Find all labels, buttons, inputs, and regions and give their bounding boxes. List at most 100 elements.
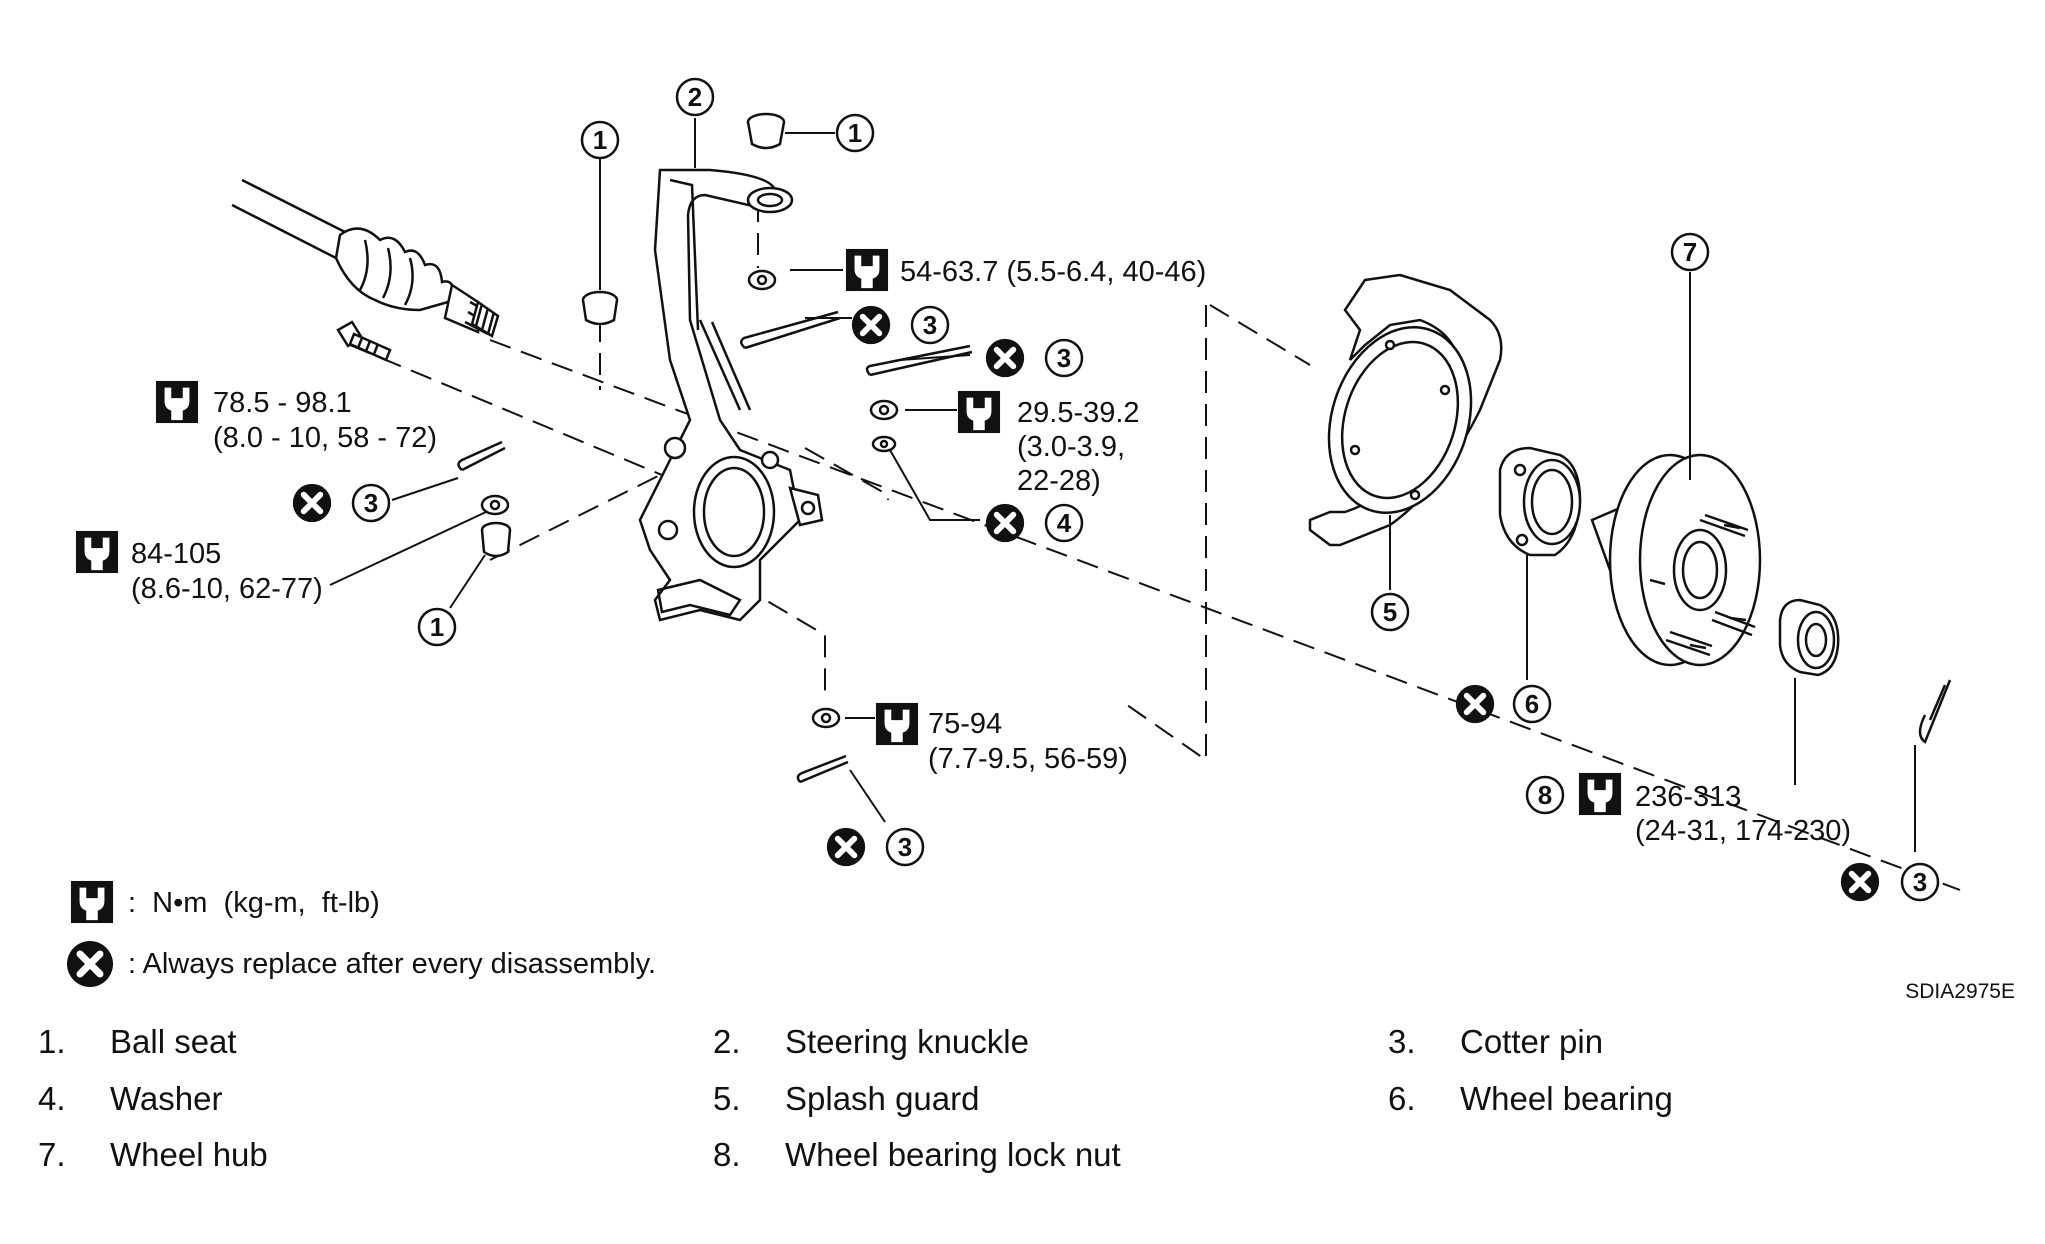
- parts-list-number: 1.: [38, 1023, 66, 1060]
- wheel-bearing-lock-nut: [1778, 598, 1840, 677]
- replace-x-icon: [1841, 863, 1879, 901]
- callout-6: 6: [1456, 685, 1552, 723]
- svg-text:22-28): 22-28): [1017, 465, 1101, 497]
- leader-lines: [329, 118, 1916, 852]
- torque-wrench-icon: [875, 702, 919, 746]
- callout-1-top: 1: [835, 113, 875, 153]
- steering-knuckle: [638, 168, 824, 622]
- svg-text:: N•m (kg-m, ft-lb): : N•m (kg-m, ft-lb): [128, 887, 380, 919]
- svg-text:2: 2: [688, 82, 702, 112]
- svg-text:(7.7-9.5, 56-59): (7.7-9.5, 56-59): [928, 743, 1128, 775]
- svg-text:(8.0 - 10, 58 - 72): (8.0 - 10, 58 - 72): [213, 422, 437, 454]
- parts-list-number: 2.: [713, 1023, 741, 1060]
- torque-spec-lower-ball-nut: 84-105 (8.6-10, 62-77): [75, 530, 323, 605]
- washer: [871, 435, 897, 453]
- callout-7: 7: [1670, 232, 1710, 272]
- svg-text:1: 1: [430, 612, 444, 642]
- callout-3-upper-b: 3: [986, 339, 1084, 377]
- diagram-code: SDIA2975E: [1905, 980, 2015, 1003]
- callout-4: 4: [986, 504, 1084, 542]
- replace-x-icon: [986, 504, 1024, 542]
- svg-text:3: 3: [923, 310, 937, 340]
- svg-text:4: 4: [1057, 508, 1072, 538]
- parts-list-label: Wheel bearing: [1460, 1080, 1673, 1117]
- parts-list-label: Washer: [110, 1080, 223, 1117]
- svg-text:(3.0-3.9,: (3.0-3.9,: [1017, 431, 1125, 463]
- knuckle-bolt: [336, 320, 392, 362]
- svg-text:3: 3: [898, 832, 912, 862]
- callout-3-right: 3: [1841, 863, 1940, 901]
- parts-list-label: Steering knuckle: [785, 1023, 1029, 1060]
- parts-list-label: Ball seat: [110, 1023, 237, 1060]
- torque-spec-bolt: 78.5 - 98.1 (8.0 - 10, 58 - 72): [155, 380, 437, 454]
- callout-5: 5: [1370, 592, 1410, 632]
- torque-wrench-icon: [155, 380, 199, 424]
- svg-text:75-94: 75-94: [928, 708, 1002, 740]
- replace-x-icon: [293, 484, 331, 522]
- svg-text:78.5 - 98.1: 78.5 - 98.1: [213, 387, 352, 419]
- parts-list-label: Splash guard: [785, 1080, 980, 1117]
- drive-shaft-spline: [470, 299, 500, 338]
- lower-nut: [811, 707, 841, 729]
- torque-wrench-icon: [957, 390, 1001, 434]
- svg-text:(24-31, 174-230): (24-31, 174-230): [1635, 815, 1851, 847]
- parts-list-number: 5.: [713, 1080, 741, 1117]
- wheel-bearing: [1498, 446, 1582, 557]
- callout-3-left: 3: [293, 484, 391, 522]
- parts-list-label: Cotter pin: [1460, 1023, 1604, 1060]
- callout-3-upper-a: 3: [852, 306, 950, 344]
- svg-text:1: 1: [593, 125, 607, 155]
- svg-text:(8.6-10, 62-77): (8.6-10, 62-77): [131, 573, 323, 605]
- torque-spec-upper-nut: 54-63.7 (5.5-6.4, 40-46): [845, 248, 1206, 292]
- replace-x-icon: [67, 941, 113, 987]
- callout-2: 2: [675, 77, 715, 117]
- torque-wrench-icon: [70, 880, 114, 924]
- replace-x-icon: [1456, 685, 1494, 723]
- parts-list-label: Wheel bearing lock nut: [785, 1136, 1121, 1173]
- drive-shaft: [231, 178, 500, 338]
- parts-list-number: 3.: [1388, 1023, 1416, 1060]
- torque-spec-lock-nut: 236-313 (24-31, 174-230): [1578, 772, 1851, 847]
- svg-text:236-313: 236-313: [1635, 781, 1741, 813]
- replace-x-icon: [986, 339, 1024, 377]
- torque-spec-middle-nut: 29.5-39.2 (3.0-3.9, 22-28): [957, 390, 1140, 497]
- svg-text:3: 3: [1913, 867, 1927, 897]
- torque-spec-lower-nut: 75-94 (7.7-9.5, 56-59): [875, 702, 1128, 775]
- svg-text:84-105: 84-105: [131, 538, 221, 570]
- torque-wrench-icon: [75, 530, 119, 574]
- upper-nut: [747, 269, 777, 291]
- lower-ball-nut: [480, 494, 510, 516]
- svg-text:7: 7: [1683, 237, 1697, 267]
- parts-list-number: 6.: [1388, 1080, 1416, 1117]
- wheel-hub: [1590, 453, 1762, 667]
- svg-text:: Always replace after every d: : Always replace after every disassembly…: [128, 948, 656, 980]
- parts-list-label: Wheel hub: [110, 1136, 268, 1173]
- ball-seat-lower: [480, 521, 512, 558]
- svg-text:3: 3: [1057, 343, 1071, 373]
- middle-nut: [869, 399, 899, 421]
- legend-replace-note: : Always replace after every disassembly…: [67, 941, 656, 987]
- svg-text:6: 6: [1525, 689, 1539, 719]
- ball-seat-top: [746, 112, 786, 150]
- splash-guard: [1308, 273, 1503, 547]
- callout-1-upper-left: 1: [580, 120, 620, 160]
- torque-wrench-icon: [845, 248, 889, 292]
- torque-wrench-icon: [1578, 772, 1622, 816]
- svg-text:54-63.7 (5.5-6.4, 40-46): 54-63.7 (5.5-6.4, 40-46): [900, 256, 1206, 288]
- replace-x-icon: [852, 306, 890, 344]
- callout-3-lower: 3: [827, 828, 925, 866]
- svg-text:8: 8: [1538, 780, 1552, 810]
- legend-torque-unit: : N•m (kg-m, ft-lb): [70, 880, 380, 924]
- ball-seat-upper-left: [581, 290, 619, 326]
- svg-text:29.5-39.2: 29.5-39.2: [1017, 397, 1140, 429]
- svg-text:5: 5: [1383, 597, 1397, 627]
- replace-x-icon: [827, 828, 865, 866]
- parts-list-number: 7.: [38, 1136, 66, 1173]
- svg-text:3: 3: [364, 488, 378, 518]
- parts-list-number: 4.: [38, 1080, 66, 1117]
- callout-1-lower: 1: [417, 607, 457, 647]
- svg-text:1: 1: [848, 118, 862, 148]
- parts-list-number: 8.: [713, 1136, 741, 1173]
- callout-8: 8: [1525, 775, 1565, 815]
